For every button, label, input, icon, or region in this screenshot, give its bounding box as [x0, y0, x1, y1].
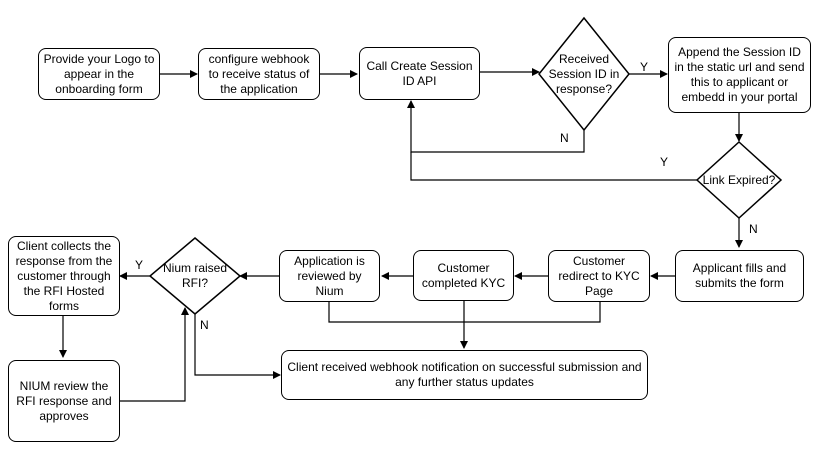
node-customer-completed: Customer completed KYC [413, 250, 514, 301]
decision-link-expired-text: Link Expired? [702, 172, 776, 187]
arrow-rfi-no-to-webhook-notice [194, 314, 281, 379]
connector-reviewed-to-merge [328, 302, 464, 323]
edge-label-rfi-no: N [200, 318, 209, 332]
node-configure-webhook: configure webhook to receive status of t… [198, 48, 320, 100]
decision-received-session-id-text: Received Session ID in response? [548, 51, 620, 96]
arrow-expired-yes-to-session [410, 152, 697, 181]
connector-redirect-to-merge [464, 302, 601, 323]
node-customer-redirect: Customer redirect to KYC Page [548, 250, 650, 302]
node-provide-logo: Provide your Logo to appear in the onboa… [38, 48, 160, 100]
edge-label-expired-no: N [749, 222, 758, 236]
arrow-received-no-to-session [407, 100, 585, 153]
decision-nium-raised-rfi-shape [148, 237, 242, 315]
edge-label-session-yes: Y [640, 60, 649, 74]
node-client-received-webhook: Client received webhook notification on … [281, 350, 648, 400]
node-client-collects: Client collects the response from the cu… [8, 236, 120, 316]
node-append-session-id: Append the Session ID in the static url … [668, 37, 811, 113]
edge-label-expired-yes: Y [660, 155, 669, 169]
edge-label-rfi-yes: Y [135, 258, 144, 272]
decision-nium-raised-rfi-text: Nium raised RFI? [162, 261, 228, 290]
edge-label-session-no: N [560, 131, 569, 145]
node-nium-review: NIUM review the RFI response and approve… [8, 360, 120, 442]
node-call-create-session: Call Create Session ID API [359, 47, 480, 100]
arrow-review-to-rfi [120, 307, 189, 402]
decision-link-expired-shape [695, 140, 783, 220]
decision-received-session-id-shape [538, 16, 630, 132]
node-application-reviewed: Application is reviewed by Nium [279, 250, 380, 302]
node-applicant-fills: Applicant fills and submits the form [675, 250, 804, 302]
